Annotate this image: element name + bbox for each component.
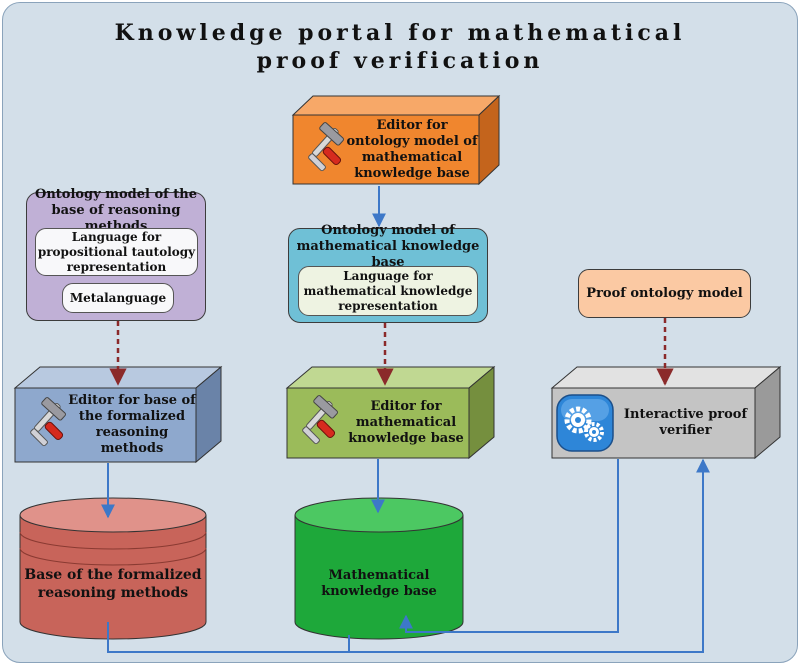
line-bases-to-verifier: [107, 458, 710, 653]
tools-icon: [308, 122, 344, 172]
gears-icon: [556, 394, 614, 452]
math-kb-cylinder: [294, 497, 464, 640]
metalanguage-box: Metalanguage: [62, 283, 174, 313]
title-line-2: proof verification: [256, 48, 544, 74]
title-line-1: Knowledge portal for mathematical: [114, 20, 686, 46]
proof-verifier-label: Interactive proof verifier: [623, 407, 748, 438]
ontology-math-kb-label: Ontology model of mathematical knowledge…: [296, 223, 480, 270]
base-reasoning-label: Base of the formalized reasoning methods: [24, 567, 202, 601]
editor-math-kb-label: Editor for mathematical knowledge base: [348, 399, 464, 446]
proof-ontology-box: [578, 269, 751, 318]
lang-tautology-box: Language for propositional tautology rep…: [35, 228, 198, 276]
editor-ontology-model-label: Editor for ontology model of mathematica…: [346, 117, 478, 181]
line-verifier-to-math-kb: [399, 459, 619, 633]
ontology-reasoning-label: Ontology model of the base of reasoning …: [35, 187, 197, 234]
lang-math-box: Language for mathematical knowledge repr…: [298, 266, 478, 316]
editor-reasoning-label: Editor for base of the formalized reason…: [68, 393, 196, 456]
tools-icon: [302, 395, 338, 445]
tools-icon: [30, 397, 66, 447]
proof-ontology-label: Proof ontology model: [586, 285, 743, 301]
math-kb-label: Mathematical knowledge base: [321, 568, 437, 599]
editor-math-kb-box: [285, 365, 496, 460]
